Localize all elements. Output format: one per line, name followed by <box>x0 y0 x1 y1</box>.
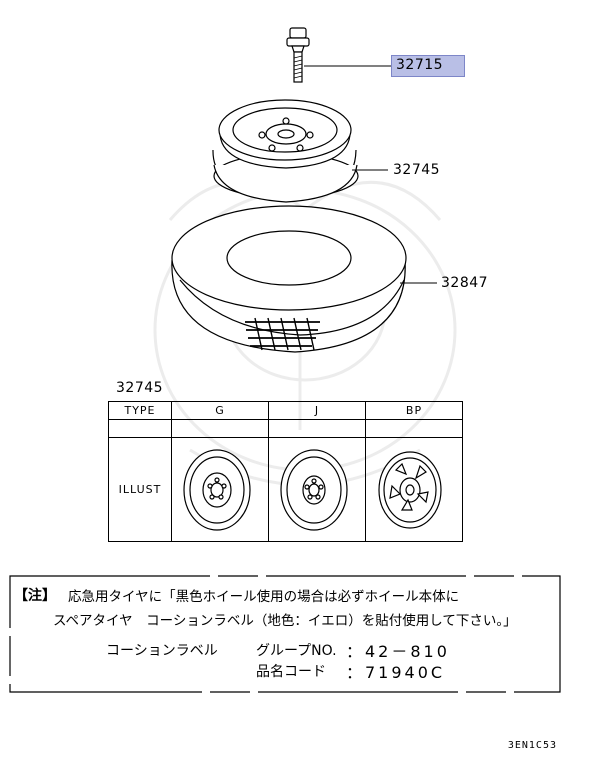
highlight-32715 <box>391 55 465 77</box>
header-j: J <box>268 401 366 420</box>
blank-cell <box>171 419 269 438</box>
cell-illust-bp <box>365 437 463 542</box>
group-no-key: グループNO. <box>256 643 337 659</box>
part-code-key: 品名コード <box>256 664 326 680</box>
blank-cell <box>365 419 463 438</box>
spare-wheel-32745 <box>212 99 359 203</box>
table-title: 32745 <box>116 380 164 396</box>
blank-cell <box>268 419 366 438</box>
bolt-32715 <box>286 27 310 83</box>
caution-label-name: コーションラベル <box>106 643 218 659</box>
wheel-type-table: TYPE G J BP ILLUST <box>108 401 463 542</box>
cell-illust-j <box>268 437 366 542</box>
note-line-2: スペアタイヤ コーションラベル（地色：イエロ）を貼付使用して下さい。」 <box>53 613 517 629</box>
callout-32715[interactable]: 32715 <box>396 57 444 73</box>
callout-32847[interactable]: 32847 <box>441 275 489 291</box>
group-no-value: ：42－810 <box>346 642 450 661</box>
cell-illust-g <box>171 437 269 542</box>
note-line-1: 応急用タイヤに「黒色ホイール使用の場合は必ずホイール本体に <box>68 589 460 605</box>
header-type: TYPE <box>108 401 172 420</box>
diagram-code: 3EN1C53 <box>507 740 557 751</box>
callout-32745[interactable]: 32745 <box>393 162 441 178</box>
note-tag: 【注】 <box>14 588 56 604</box>
header-g: G <box>171 401 269 420</box>
note-box <box>9 575 561 693</box>
header-bp: BP <box>365 401 463 420</box>
tire-32847 <box>171 205 407 353</box>
blank-cell <box>108 419 172 438</box>
row-label-illust: ILLUST <box>108 437 172 542</box>
part-code-value: ：71940C <box>346 663 446 682</box>
